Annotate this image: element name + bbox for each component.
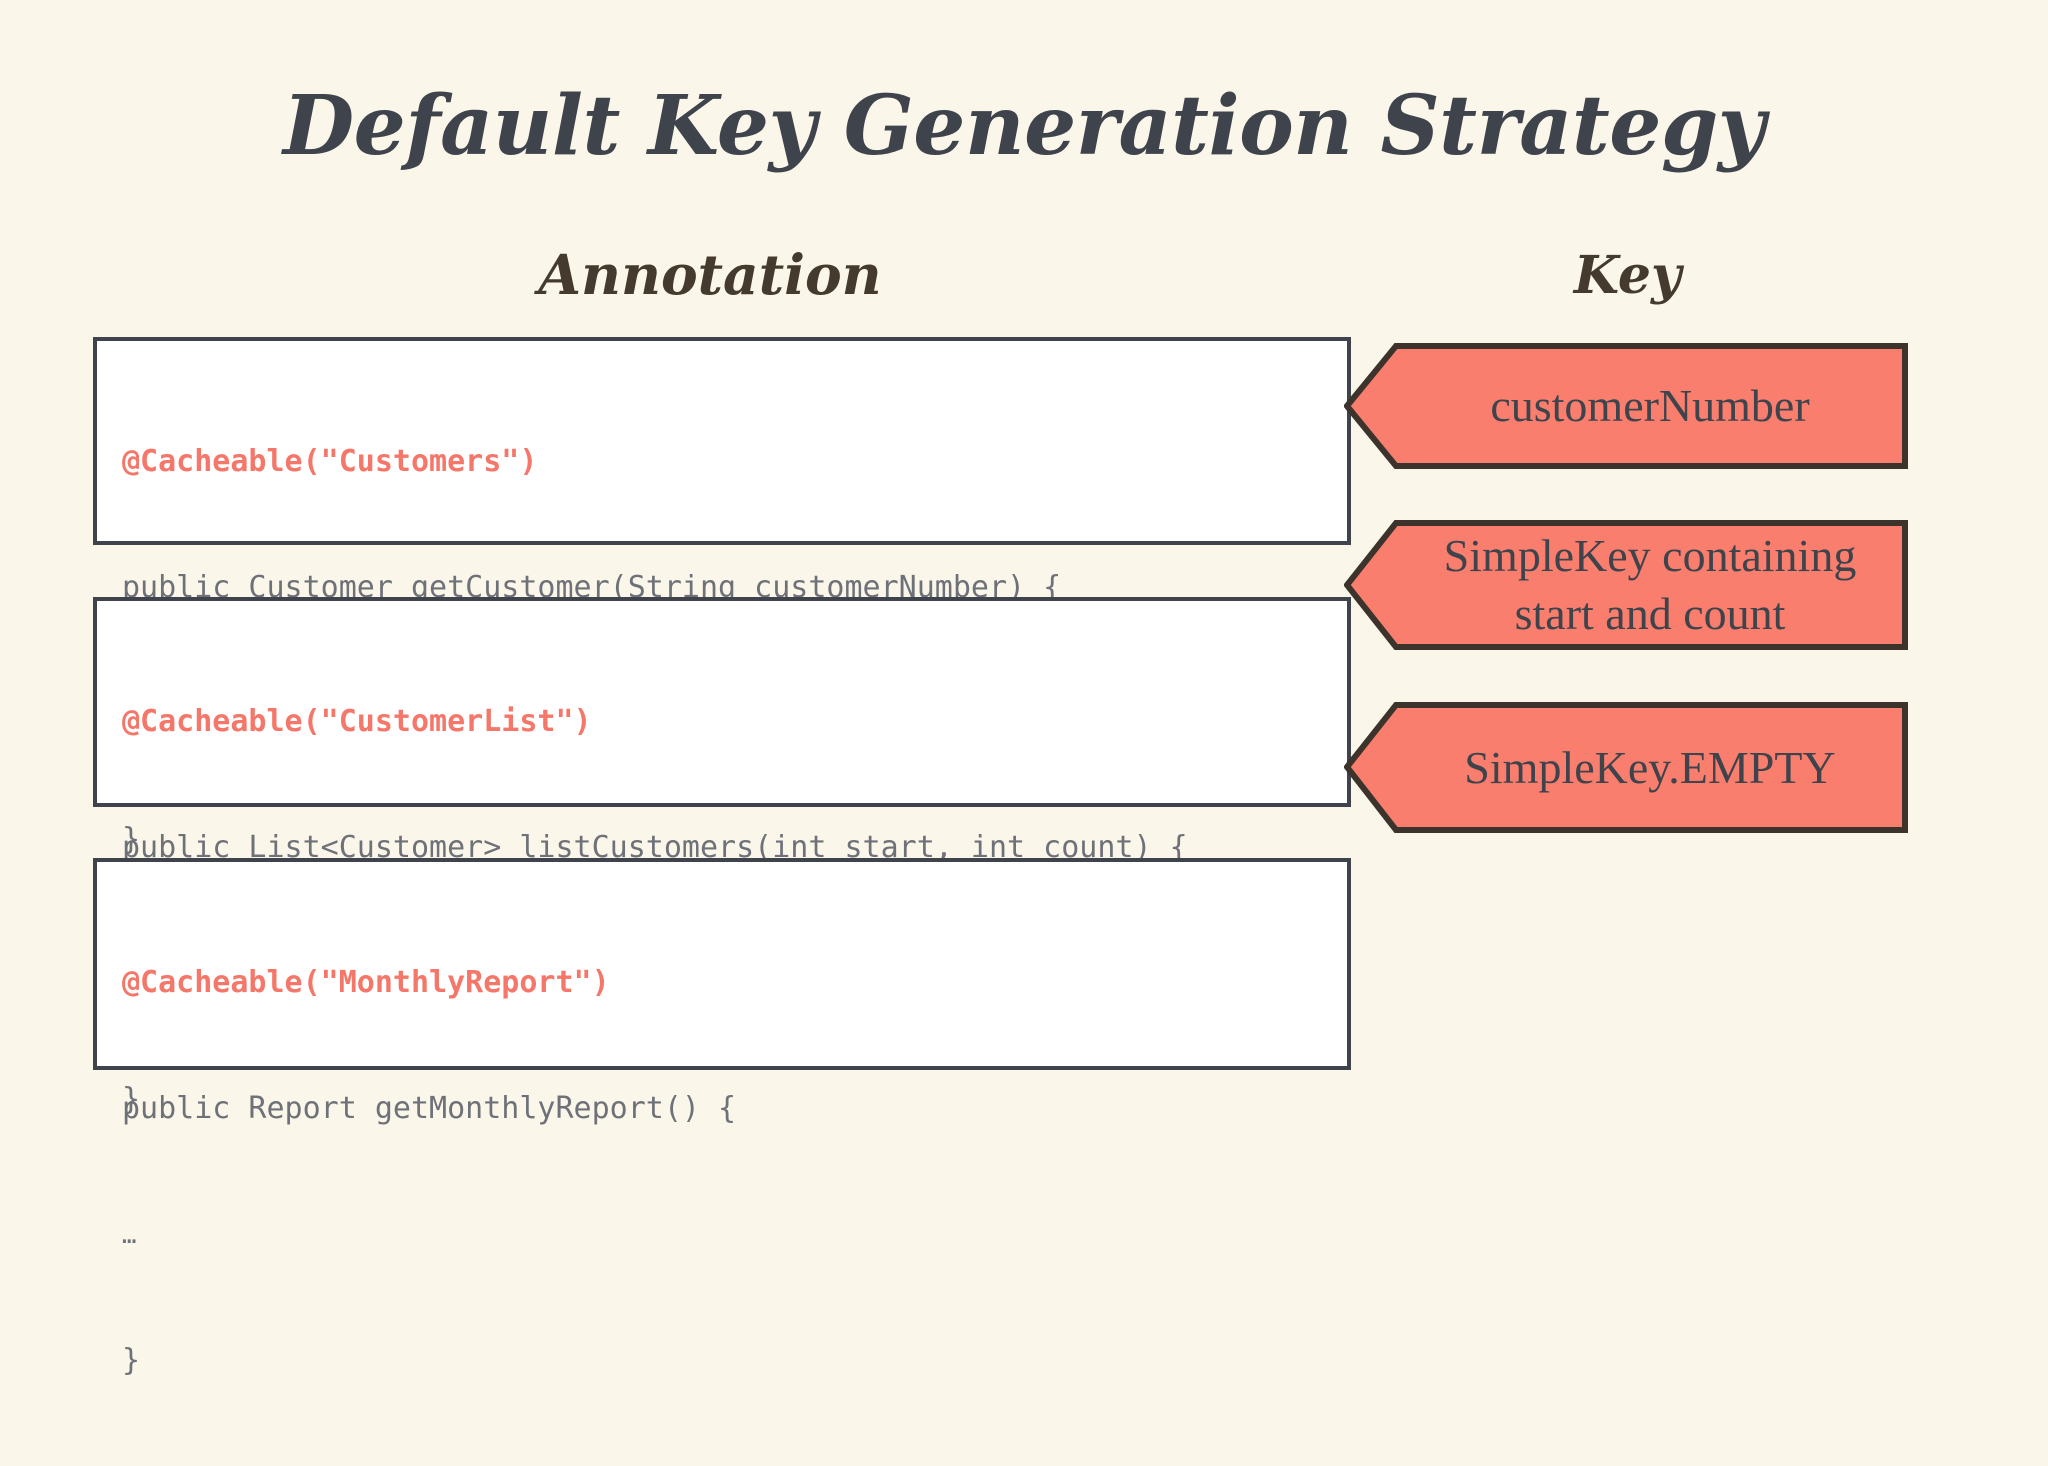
column-header-annotation: Annotation (538, 242, 882, 307)
page-title: Default Key Generation Strategy (283, 78, 1765, 174)
code-block: @Cacheable("MonthlyReport") public Repor… (93, 858, 1351, 1378)
code-body-ellipsis: … (122, 1221, 137, 1249)
code-annotation-line: @Cacheable("Customers") (122, 444, 538, 479)
code-annotation-line: @Cacheable("MonthlyReport") (122, 965, 610, 1000)
callout-arrow-shape (1344, 343, 1908, 469)
slide-canvas: Default Key Generation Strategy Annotati… (93, 78, 1908, 1378)
callout-arrow-shape (1344, 702, 1908, 833)
code-block: @Cacheable("Customers") public Customer … (93, 337, 1351, 857)
code-closing-brace: } (122, 1343, 141, 1378)
code-content: @Cacheable("MonthlyReport") public Repor… (122, 878, 1522, 1466)
key-callout: SimpleKey.EMPTY (1344, 702, 1908, 833)
callout-arrow-shape (1344, 520, 1908, 650)
code-block: @Cacheable("CustomerList") public List<C… (93, 597, 1351, 1117)
code-annotation-line: @Cacheable("CustomerList") (122, 704, 592, 739)
column-header-key: Key (1573, 245, 1682, 306)
key-callout: customerNumber (1344, 343, 1908, 469)
code-closing-brace: } (122, 822, 141, 857)
code-closing-brace: } (122, 1082, 141, 1117)
key-callout: SimpleKey containing start and count (1344, 520, 1908, 650)
code-signature-line: public Report getMonthlyReport() { (122, 1091, 737, 1126)
